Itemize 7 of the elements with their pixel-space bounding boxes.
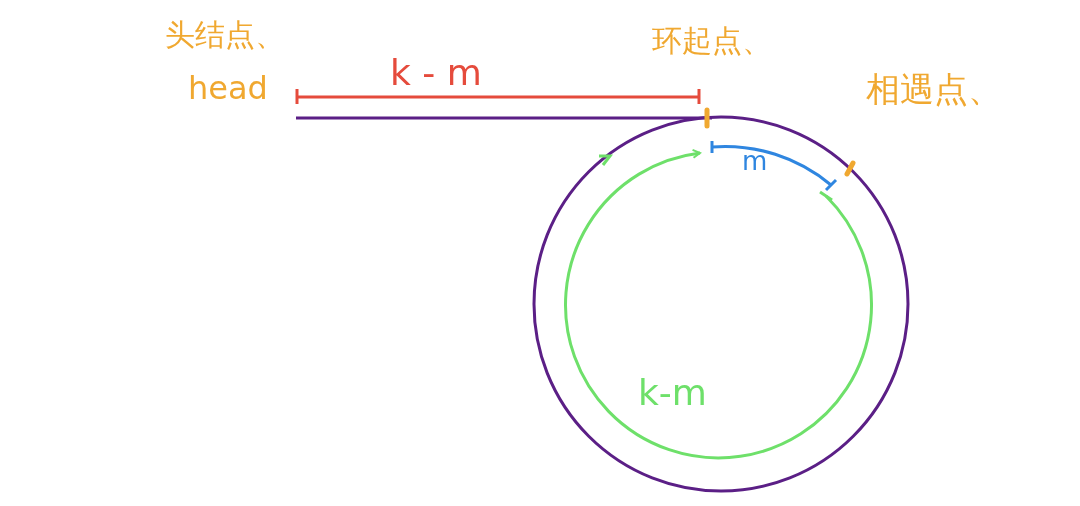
point-label: 相遇点、: [866, 72, 1002, 106]
length-label: k-m: [638, 375, 707, 411]
point-label: 环起点、: [652, 26, 772, 56]
length-label: m: [742, 148, 768, 174]
point-label: head: [188, 72, 268, 104]
length-label: k - m: [390, 55, 482, 91]
point-label: 头结点、: [165, 20, 285, 50]
